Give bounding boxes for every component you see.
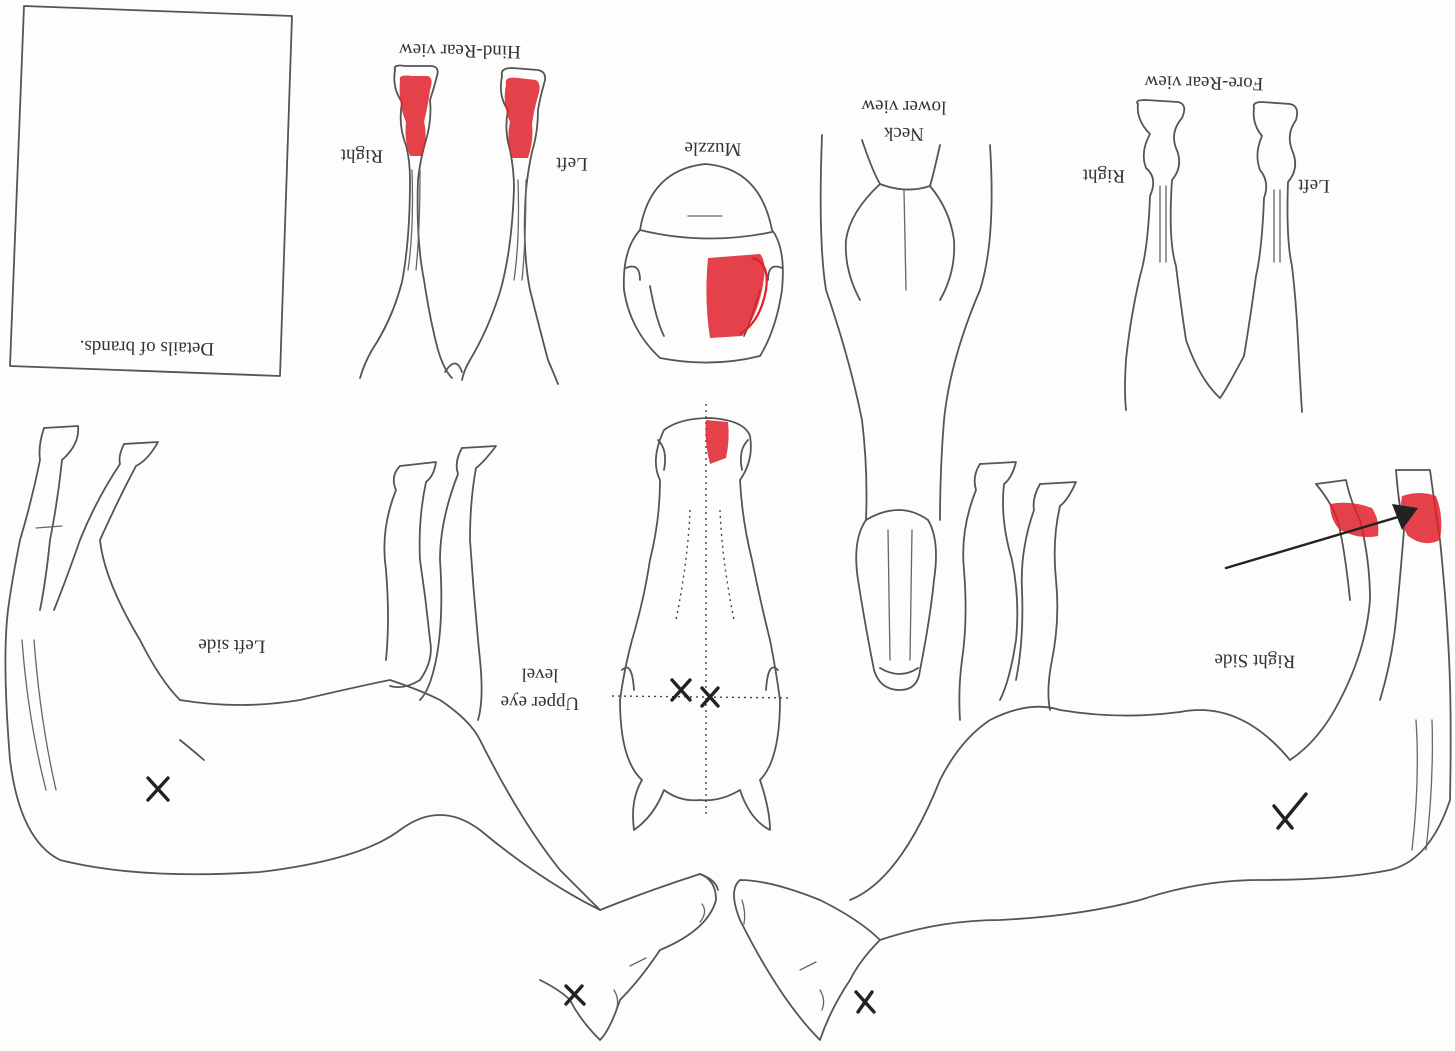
fore-left-label: Left <box>1297 175 1330 197</box>
fore-rear-view: Fore-Rear view Right Left <box>1082 71 1330 412</box>
head-cross-left <box>672 680 690 700</box>
left-side-label: Left side <box>198 634 265 656</box>
muzzle-label: Muzzle <box>684 138 741 160</box>
hind-right-label: Right <box>340 145 383 167</box>
muzzle-view: Muzzle <box>624 138 783 363</box>
brands-label: Details of brands. <box>79 336 214 359</box>
left-side-cross-head <box>566 986 584 1004</box>
left-side-cross-flank <box>148 778 168 800</box>
brands-box: Details of brands. <box>10 6 292 376</box>
head-front-view: Upper eye level <box>500 404 792 830</box>
hind-rear-view: Hind-Rear view Right Left <box>340 39 588 384</box>
hind-rear-title: Hind-Rear view <box>399 39 522 62</box>
hind-left-label: Left <box>555 153 588 175</box>
left-side-horse: Left side <box>5 426 718 1040</box>
fore-right-label: Right <box>1082 165 1125 187</box>
eye-level-line1: Upper eye <box>500 691 579 713</box>
marking-arrow-shaft <box>1226 514 1408 568</box>
right-side-cross-flank <box>1274 794 1306 828</box>
neck-label-line2: lower view <box>861 95 947 117</box>
neck-label-line1: Neck <box>883 123 924 145</box>
right-side-cross-head <box>856 992 874 1012</box>
right-side-label: Right Side <box>1214 649 1295 671</box>
right-side-horse: Right Side <box>734 462 1451 1040</box>
eye-level-line2: level <box>521 664 558 686</box>
fore-rear-title: Fore-Rear view <box>1144 71 1263 94</box>
